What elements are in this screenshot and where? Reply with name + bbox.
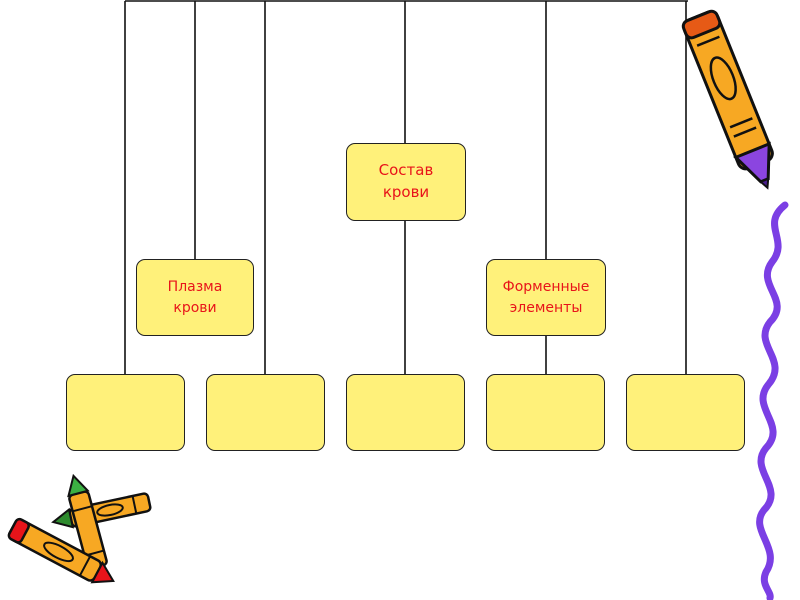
leaf-box-4 bbox=[486, 374, 605, 451]
node-formed-elements: Форменные элементы bbox=[486, 259, 606, 336]
leaf-box-3 bbox=[346, 374, 465, 451]
leaf-box-1 bbox=[66, 374, 185, 451]
node-label: Форменные элементы bbox=[502, 279, 590, 316]
leaf-box-5 bbox=[626, 374, 745, 451]
node-label: Состав крови bbox=[378, 161, 434, 201]
node-label: Плазма крови bbox=[167, 279, 223, 316]
node-blood-composition: Состав крови bbox=[346, 143, 466, 221]
leaf-box-2 bbox=[206, 374, 325, 451]
node-blood-plasma: Плазма крови bbox=[136, 259, 254, 336]
